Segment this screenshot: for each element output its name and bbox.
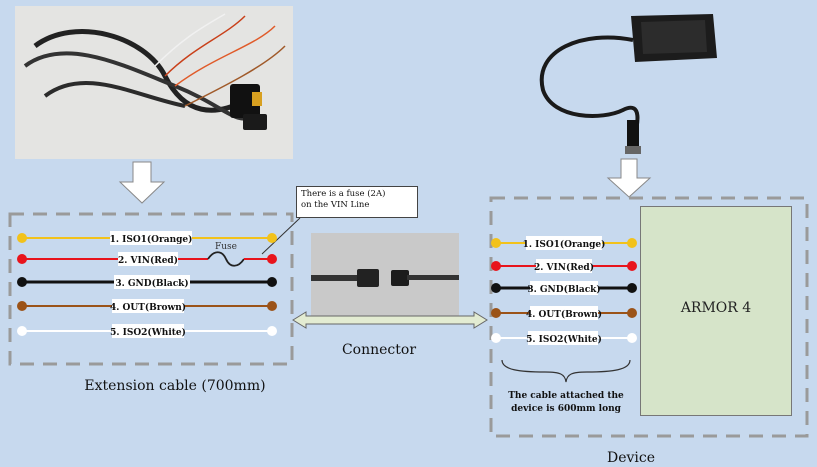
wire-terminal	[491, 308, 501, 318]
wire-terminal	[17, 301, 27, 311]
wire-label: 2. VIN(Red)	[534, 262, 594, 273]
wire-label: 4. OUT(Brown)	[110, 302, 186, 313]
wire-terminal	[491, 333, 501, 343]
extension-caption: Extension cable (700mm)	[84, 378, 265, 394]
wire-label: 3. GND(Black)	[527, 284, 600, 295]
device-photo	[523, 0, 734, 158]
wire-terminal	[267, 254, 277, 264]
wire-terminal	[627, 238, 637, 248]
wire-terminal	[627, 283, 637, 293]
wire-terminal	[17, 254, 27, 264]
wire-terminal	[267, 233, 277, 243]
wire-terminal	[627, 261, 637, 271]
wire-label: 1. ISO1(Orange)	[110, 234, 193, 245]
wire-label: 2. VIN(Red)	[118, 255, 178, 266]
cable-note-line: device is 600mm long	[511, 404, 622, 414]
wire-terminal	[491, 261, 501, 271]
fuse-callout-line: There is a fuse (2A)	[301, 189, 386, 199]
wire-terminal	[627, 333, 637, 343]
wire-terminal	[17, 233, 27, 243]
wire-terminal	[17, 277, 27, 287]
label-plate	[530, 281, 598, 295]
label-plate	[114, 275, 190, 289]
double-arrow-icon	[292, 311, 488, 329]
connector-photo	[311, 233, 459, 319]
wire-terminal	[17, 326, 27, 336]
down-arrow-icon	[118, 161, 166, 204]
device-name: ARMOR 4	[680, 300, 752, 316]
wire-terminal	[267, 326, 277, 336]
label-plate	[528, 331, 598, 345]
label-plate	[526, 236, 602, 250]
wire-label: 3. GND(Black)	[115, 278, 188, 289]
label-plate	[112, 299, 184, 313]
extension-cable-box	[8, 212, 294, 366]
wire-terminal	[491, 238, 501, 248]
device-caption: Device	[607, 450, 655, 466]
label-plates	[110, 231, 602, 345]
device-illustration	[539, 14, 717, 154]
brace-bracket	[501, 359, 631, 383]
fuse-icon	[207, 251, 245, 267]
label-plate	[530, 306, 598, 320]
fuse-label: Fuse	[215, 242, 237, 252]
extension-cable-illustration	[15, 6, 293, 159]
wire-terminal	[491, 283, 501, 293]
device-outline-box	[489, 196, 809, 438]
wire-terminal	[627, 308, 637, 318]
down-arrow-icon	[606, 158, 652, 198]
wire-label: 1. ISO1(Orange)	[523, 239, 606, 250]
cable-note-line: The cable attached the	[508, 391, 624, 401]
wire-terminal	[267, 301, 277, 311]
label-plate	[112, 324, 184, 338]
wire-terminal	[267, 277, 277, 287]
label-plate	[110, 231, 192, 245]
callout-leader	[261, 217, 301, 255]
wire-label: 5. ISO2(White)	[526, 334, 602, 345]
armor-device-box	[640, 206, 792, 416]
label-plate	[536, 259, 592, 273]
extension-cable-photo	[15, 6, 293, 159]
wire-label: 4. OUT(Brown)	[526, 309, 602, 320]
fuse-callout: There is a fuse (2A) on the VIN Line	[296, 186, 418, 218]
wire-label: 5. ISO2(White)	[110, 327, 186, 338]
connector-illustration	[311, 233, 459, 319]
fuse-callout-line: on the VIN Line	[301, 200, 370, 210]
label-plate	[118, 252, 178, 266]
connector-caption: Connector	[342, 342, 416, 358]
